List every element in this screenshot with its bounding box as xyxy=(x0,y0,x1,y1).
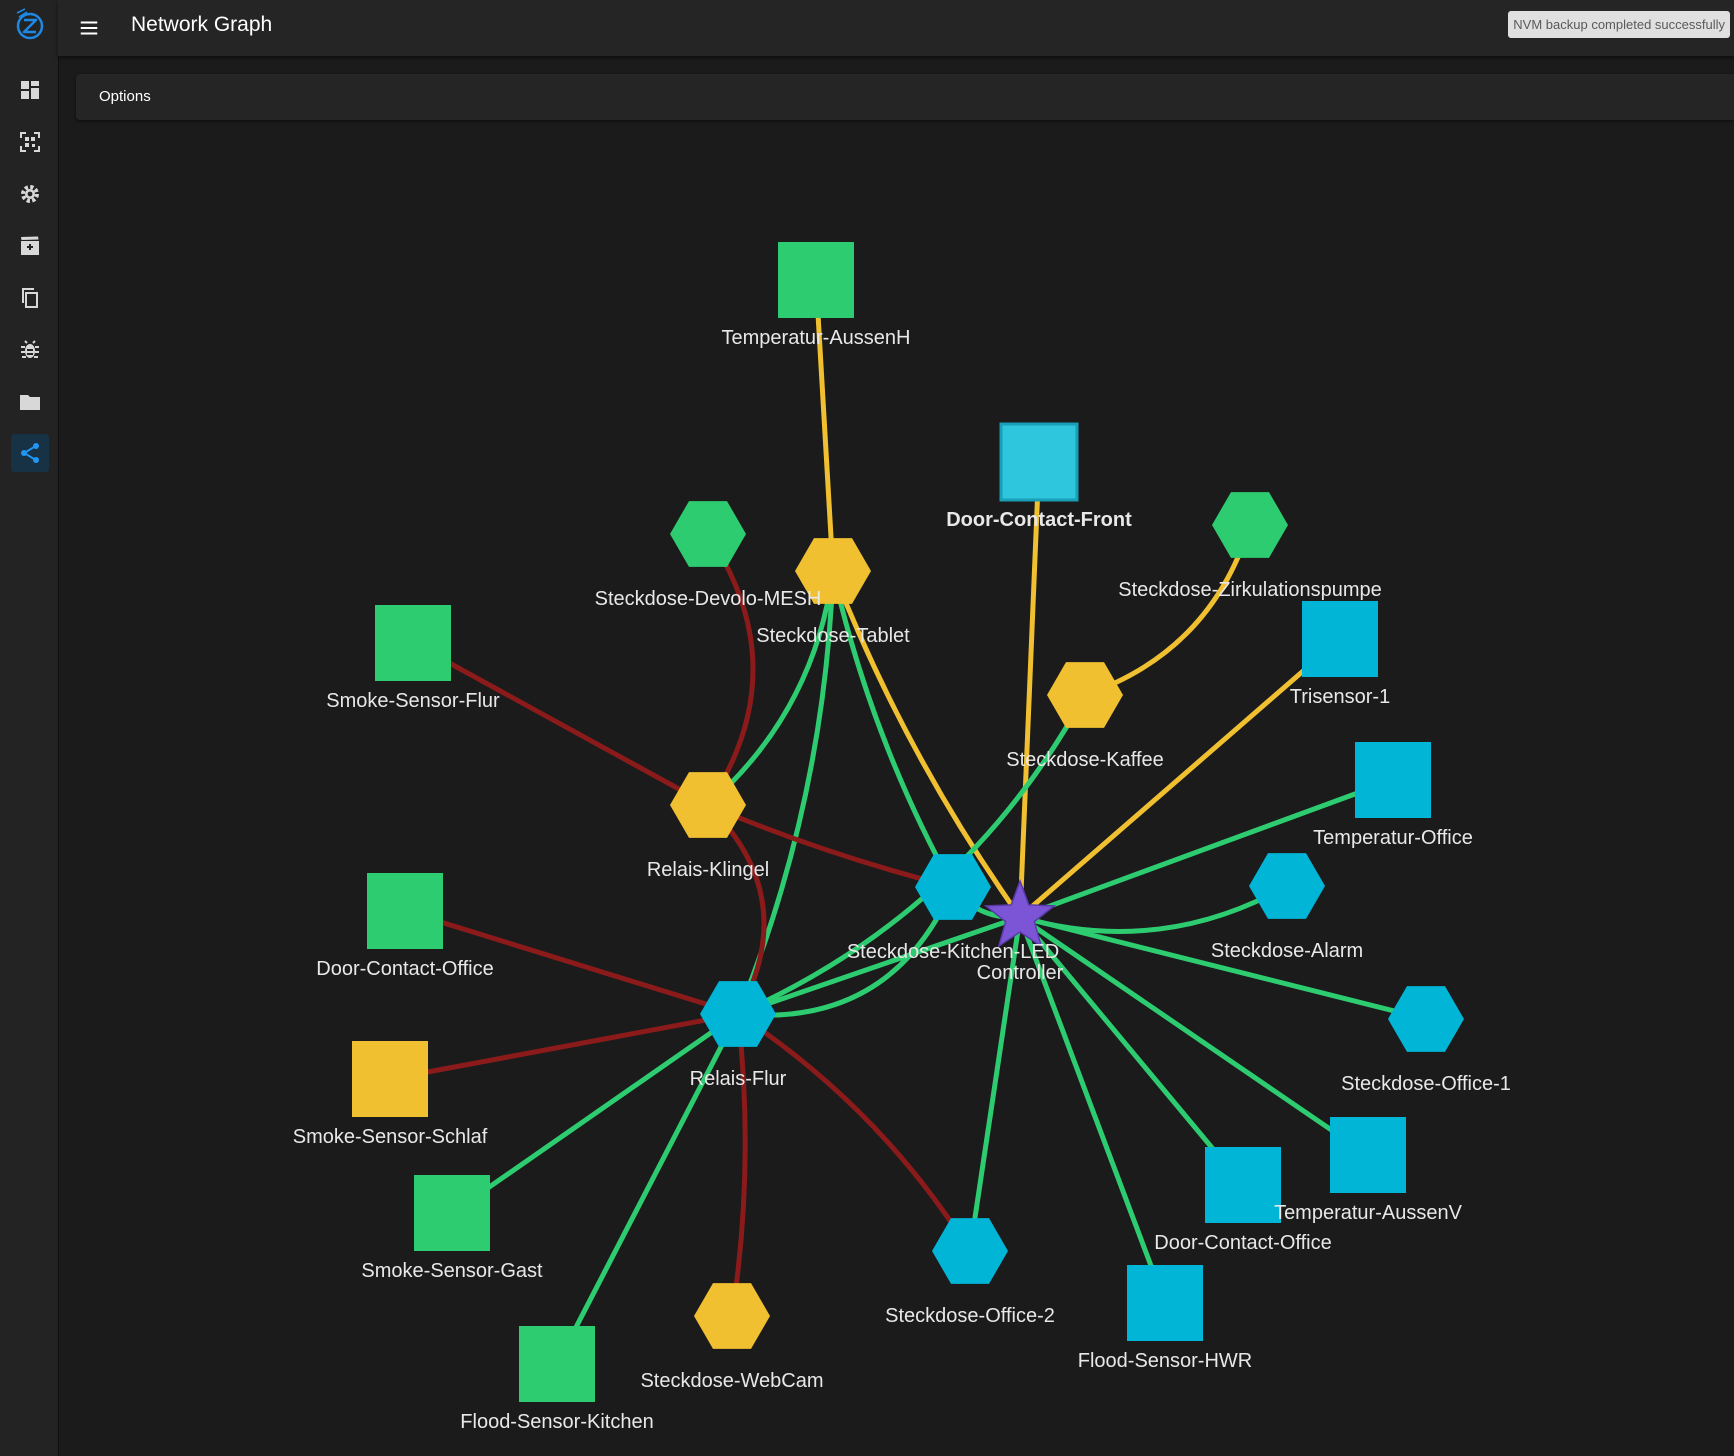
graph-node-flood-hwr[interactable] xyxy=(1127,1265,1203,1341)
graph-node-label: Temperatur-Office xyxy=(1313,827,1473,849)
sidebar-item-settings[interactable] xyxy=(11,175,49,213)
sidebar-item-dashboard[interactable] xyxy=(11,71,49,109)
graph-edge xyxy=(830,570,1023,919)
graph-node-label: Smoke-Sensor-Schlaf xyxy=(293,1126,488,1148)
graph-node-label: Trisensor-1 xyxy=(1290,686,1390,708)
graph-node-smoke-schlaf[interactable] xyxy=(352,1041,428,1117)
graph-node-smoke-flur[interactable] xyxy=(375,605,451,681)
sidebar-item-store[interactable] xyxy=(11,383,49,421)
graph-node-label: Controller xyxy=(977,962,1064,984)
graph-node-label: Steckdose-Office-1 xyxy=(1341,1073,1511,1095)
graph-node-label: Door-Contact-Office xyxy=(316,958,493,980)
graph-node-door-office-l[interactable] xyxy=(367,873,443,949)
menu-button[interactable] xyxy=(75,14,103,42)
graph-node-label: Steckdose-Tablet xyxy=(756,625,910,647)
graph-edge xyxy=(450,1011,740,1216)
graph-node-door-office-r[interactable] xyxy=(1205,1147,1281,1223)
graph-node-temp-aussenv[interactable] xyxy=(1330,1117,1406,1193)
graph-node-label: Steckdose-Alarm xyxy=(1211,940,1363,962)
graph-nodes xyxy=(352,242,1464,1402)
graph-node-controller[interactable] xyxy=(983,878,1057,948)
graph-edge xyxy=(736,1011,973,1253)
graph-node-kaffee[interactable] xyxy=(1047,662,1123,728)
notification-toast: NVM backup completed successfully xyxy=(1508,11,1730,38)
graph-node-office2[interactable] xyxy=(932,1218,1008,1284)
top-app-bar: Network Graph NVM backup completed succe… xyxy=(58,0,1734,56)
graph-node-temp-office[interactable] xyxy=(1355,742,1431,818)
folder-icon xyxy=(20,395,40,410)
graph-node-trisensor[interactable] xyxy=(1302,601,1378,677)
graph-node-label: Flood-Sensor-Kitchen xyxy=(460,1411,653,1433)
graph-node-alarm[interactable] xyxy=(1249,853,1325,919)
graph-edge xyxy=(389,1011,739,1082)
graph-edge xyxy=(729,1013,748,1317)
sidebar xyxy=(0,0,59,1456)
graph-node-label: Smoke-Sensor-Gast xyxy=(361,1260,543,1282)
graph-node-label: Relais-Klingel xyxy=(647,859,769,881)
graph-node-label: Steckdose-WebCam xyxy=(640,1370,823,1392)
graph-node-label: Door-Contact-Office xyxy=(1154,1232,1331,1254)
sidebar-item-smart-start[interactable] xyxy=(11,123,49,161)
graph-node-devolo[interactable] xyxy=(670,501,746,567)
graph-node-temp-aussenh[interactable] xyxy=(778,242,854,318)
graph-edge xyxy=(1019,883,1289,934)
graph-edge xyxy=(830,570,956,889)
graph-node-relais-flur[interactable] xyxy=(700,981,776,1047)
graph-node-label: Flood-Sensor-HWR xyxy=(1078,1350,1252,1372)
graph-edge xyxy=(813,279,836,572)
graph-edge xyxy=(1019,914,1427,1022)
menu-icon xyxy=(80,21,98,35)
graph-node-smoke-gast[interactable] xyxy=(414,1175,490,1251)
graph-edge xyxy=(1084,524,1253,698)
app-logo-icon[interactable] xyxy=(13,7,47,41)
graph-node-label: Relais-Flur xyxy=(690,1068,787,1090)
movie-icon xyxy=(21,236,39,255)
sidebar-item-debug[interactable] xyxy=(11,331,49,369)
qr-scan-icon xyxy=(20,132,40,152)
graph-labels: Controller Temperatur-AussenH Door-Contact… xyxy=(293,327,1511,1433)
graph-node-label: Smoke-Sensor-Flur xyxy=(326,690,500,712)
gear-icon xyxy=(21,185,39,203)
graph-node-label: Steckdose-Kitchen-LED xyxy=(847,941,1059,963)
graph-edge xyxy=(411,640,710,808)
share-icon xyxy=(21,443,39,463)
graph-node-office1[interactable] xyxy=(1388,986,1464,1052)
graph-node-webcam[interactable] xyxy=(694,1283,770,1349)
graph-node-label: Temperatur-AussenV xyxy=(1274,1202,1463,1224)
options-label: Options xyxy=(99,88,151,105)
graph-node-tablet[interactable] xyxy=(795,538,871,604)
sidebar-item-network-graph[interactable] xyxy=(11,434,49,472)
graph-node-kitchen-led[interactable] xyxy=(915,854,991,920)
graph-node-zirkulation[interactable] xyxy=(1212,492,1288,558)
graph-node-label: Steckdose-Devolo-MESH xyxy=(595,588,822,610)
graph-node-label: Temperatur-AussenH xyxy=(722,327,911,349)
graph-node-label: Steckdose-Office-2 xyxy=(885,1305,1055,1327)
page-title: Network Graph xyxy=(131,13,273,36)
graph-node-label: Door-Contact-Front xyxy=(946,509,1132,531)
sidebar-item-scenes[interactable] xyxy=(11,227,49,265)
graph-node-flood-kitchen[interactable] xyxy=(519,1326,595,1402)
copy-icon xyxy=(22,288,38,308)
graph-node-door-front[interactable] xyxy=(999,422,1079,502)
sidebar-item-copy[interactable] xyxy=(11,279,49,317)
options-panel[interactable]: Options xyxy=(76,74,1734,120)
graph-node-label: Steckdose-Zirkulationspumpe xyxy=(1118,579,1381,601)
dashboard-icon xyxy=(21,81,39,99)
bug-icon xyxy=(21,340,39,358)
graph-node-label: Steckdose-Kaffee xyxy=(1006,749,1164,771)
graph-node-klingel[interactable] xyxy=(670,772,746,838)
graph-edge xyxy=(705,532,756,807)
